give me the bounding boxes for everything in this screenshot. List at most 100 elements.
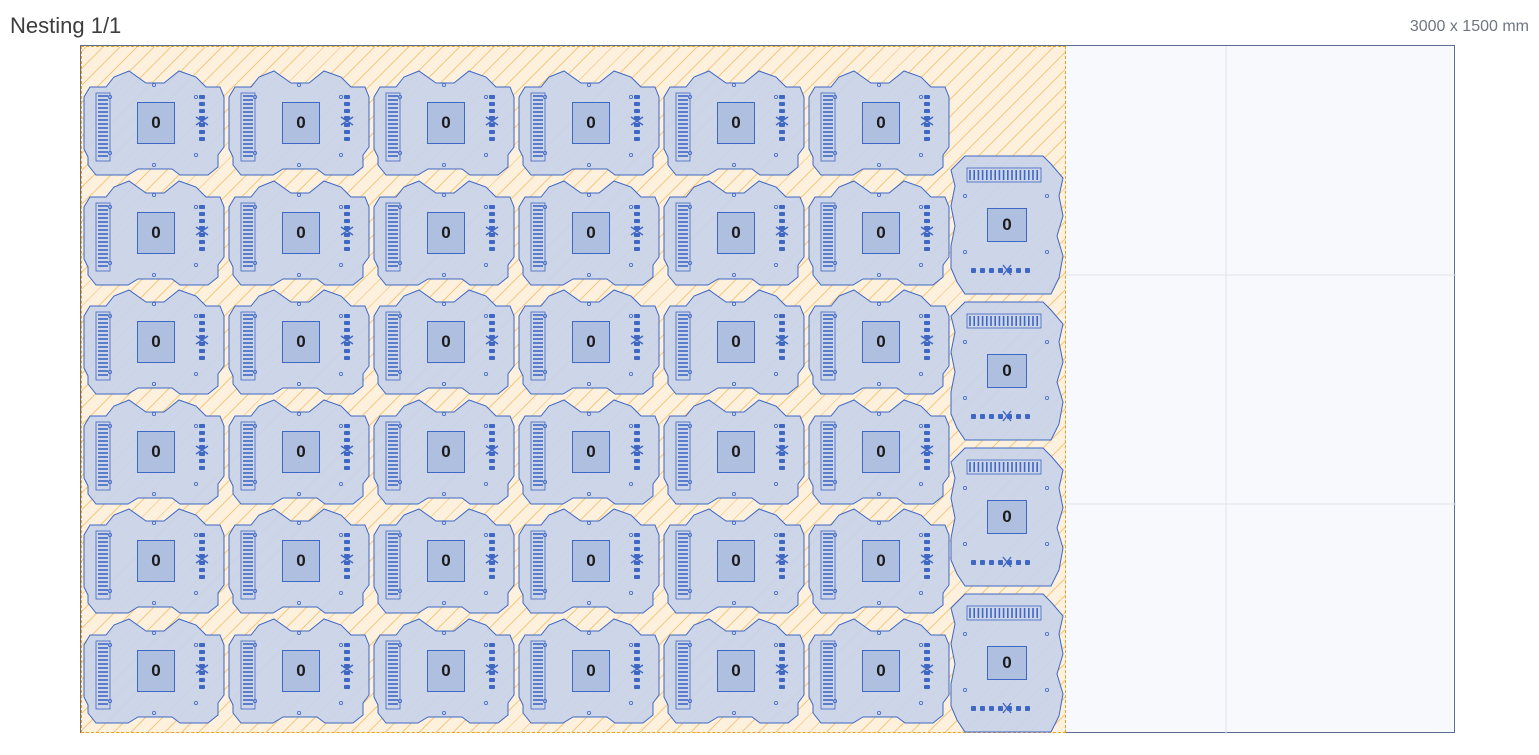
part-quantity-label: 0 — [282, 540, 320, 582]
nexafab-logo-icon — [195, 314, 209, 360]
nested-part-rotated[interactable]: 0 — [950, 593, 1064, 733]
part-quantity-label: 0 — [137, 211, 175, 254]
nested-part[interactable]: 0 — [228, 398, 370, 504]
nested-part[interactable]: 0 — [228, 70, 370, 176]
slot-pattern-icon — [385, 92, 401, 162]
slot-pattern-icon — [95, 530, 111, 600]
nested-part[interactable]: 0 — [518, 179, 660, 285]
part-quantity-label: 0 — [137, 321, 175, 363]
part-quantity-label: 0 — [572, 430, 610, 473]
nested-part[interactable]: 0 — [83, 179, 225, 285]
nexafab-logo-icon — [485, 204, 499, 251]
slot-pattern-icon — [675, 640, 691, 709]
part-quantity-label: 0 — [572, 321, 610, 363]
nested-part[interactable]: 0 — [373, 179, 515, 285]
nested-part[interactable]: 0 — [808, 508, 950, 614]
slot-pattern-icon — [240, 640, 256, 709]
slot-pattern-icon — [95, 421, 111, 490]
nested-part[interactable]: 0 — [808, 617, 950, 723]
slot-pattern-icon — [966, 313, 1042, 329]
nexafab-logo-icon — [775, 314, 789, 360]
slot-pattern-icon — [385, 640, 401, 709]
slot-pattern-icon — [530, 202, 546, 271]
slot-pattern-icon — [820, 421, 836, 490]
nested-part[interactable]: 0 — [518, 617, 660, 723]
nexafab-logo-icon — [340, 95, 354, 141]
nesting-title: Nesting 1/1 — [10, 13, 122, 38]
nexafab-logo-icon — [485, 642, 499, 689]
nested-part[interactable]: 0 — [228, 508, 370, 614]
nested-part[interactable]: 0 — [663, 508, 805, 614]
nested-part[interactable]: 0 — [663, 70, 805, 176]
nexafab-logo-icon — [971, 556, 1030, 568]
nested-part[interactable]: 0 — [808, 179, 950, 285]
part-quantity-label: 0 — [862, 649, 900, 692]
nested-part-rotated[interactable]: 0 — [950, 155, 1064, 295]
slot-pattern-icon — [820, 311, 836, 381]
slot-pattern-icon — [530, 311, 546, 381]
nested-part[interactable]: 0 — [663, 289, 805, 395]
part-quantity-label: 0 — [427, 321, 465, 363]
slot-pattern-icon — [675, 92, 691, 162]
nested-part[interactable]: 0 — [808, 70, 950, 176]
nested-part[interactable]: 0 — [83, 398, 225, 504]
nexafab-logo-icon — [920, 533, 934, 579]
nested-part[interactable]: 0 — [83, 617, 225, 723]
slot-pattern-icon — [820, 530, 836, 600]
nexafab-logo-icon — [971, 410, 1030, 422]
slot-pattern-icon — [385, 202, 401, 271]
nested-part[interactable]: 0 — [518, 289, 660, 395]
part-quantity-label: 0 — [862, 321, 900, 363]
slot-pattern-icon — [385, 530, 401, 600]
nexafab-logo-icon — [920, 314, 934, 360]
nexafab-logo-icon — [340, 533, 354, 579]
slot-pattern-icon — [240, 421, 256, 490]
slot-pattern-icon — [95, 202, 111, 271]
nested-part[interactable]: 0 — [83, 508, 225, 614]
nexafab-logo-icon — [630, 95, 644, 141]
nexafab-logo-icon — [485, 423, 499, 470]
nested-part[interactable]: 0 — [663, 398, 805, 504]
nested-part[interactable]: 0 — [808, 398, 950, 504]
nested-part-rotated[interactable]: 0 — [950, 301, 1064, 441]
nested-part[interactable]: 0 — [518, 70, 660, 176]
nexafab-logo-icon — [920, 642, 934, 689]
nested-part-rotated[interactable]: 0 — [950, 447, 1064, 587]
part-quantity-label: 0 — [137, 540, 175, 582]
part-quantity-label: 0 — [717, 102, 755, 144]
nexafab-logo-icon — [630, 204, 644, 251]
nested-part[interactable]: 0 — [373, 617, 515, 723]
nested-part[interactable]: 0 — [663, 179, 805, 285]
nexafab-logo-icon — [920, 423, 934, 470]
nested-part[interactable]: 0 — [83, 70, 225, 176]
nexafab-logo-icon — [920, 95, 934, 141]
nested-part[interactable]: 0 — [373, 508, 515, 614]
part-quantity-label: 0 — [572, 540, 610, 582]
nested-part[interactable]: 0 — [228, 179, 370, 285]
part-quantity-label: 0 — [427, 102, 465, 144]
slot-pattern-icon — [385, 311, 401, 381]
nexafab-logo-icon — [485, 314, 499, 360]
slot-pattern-icon — [240, 92, 256, 162]
nested-part[interactable]: 0 — [228, 617, 370, 723]
nested-part[interactable]: 0 — [518, 398, 660, 504]
slot-pattern-icon — [385, 421, 401, 490]
slot-pattern-icon — [530, 92, 546, 162]
nested-part[interactable]: 0 — [228, 289, 370, 395]
nested-part[interactable]: 0 — [373, 398, 515, 504]
nexafab-logo-icon — [340, 642, 354, 689]
slot-pattern-icon — [95, 311, 111, 381]
nested-part[interactable]: 0 — [663, 617, 805, 723]
nexafab-logo-icon — [340, 423, 354, 470]
nested-part[interactable]: 0 — [518, 508, 660, 614]
part-quantity-label: 0 — [137, 102, 175, 144]
part-quantity-label: 0 — [282, 321, 320, 363]
part-quantity-label: 0 — [282, 211, 320, 254]
nested-part[interactable]: 0 — [808, 289, 950, 395]
nested-part[interactable]: 0 — [373, 289, 515, 395]
nexafab-logo-icon — [630, 314, 644, 360]
nested-part[interactable]: 0 — [83, 289, 225, 395]
nested-part[interactable]: 0 — [373, 70, 515, 176]
slot-pattern-icon — [675, 311, 691, 381]
